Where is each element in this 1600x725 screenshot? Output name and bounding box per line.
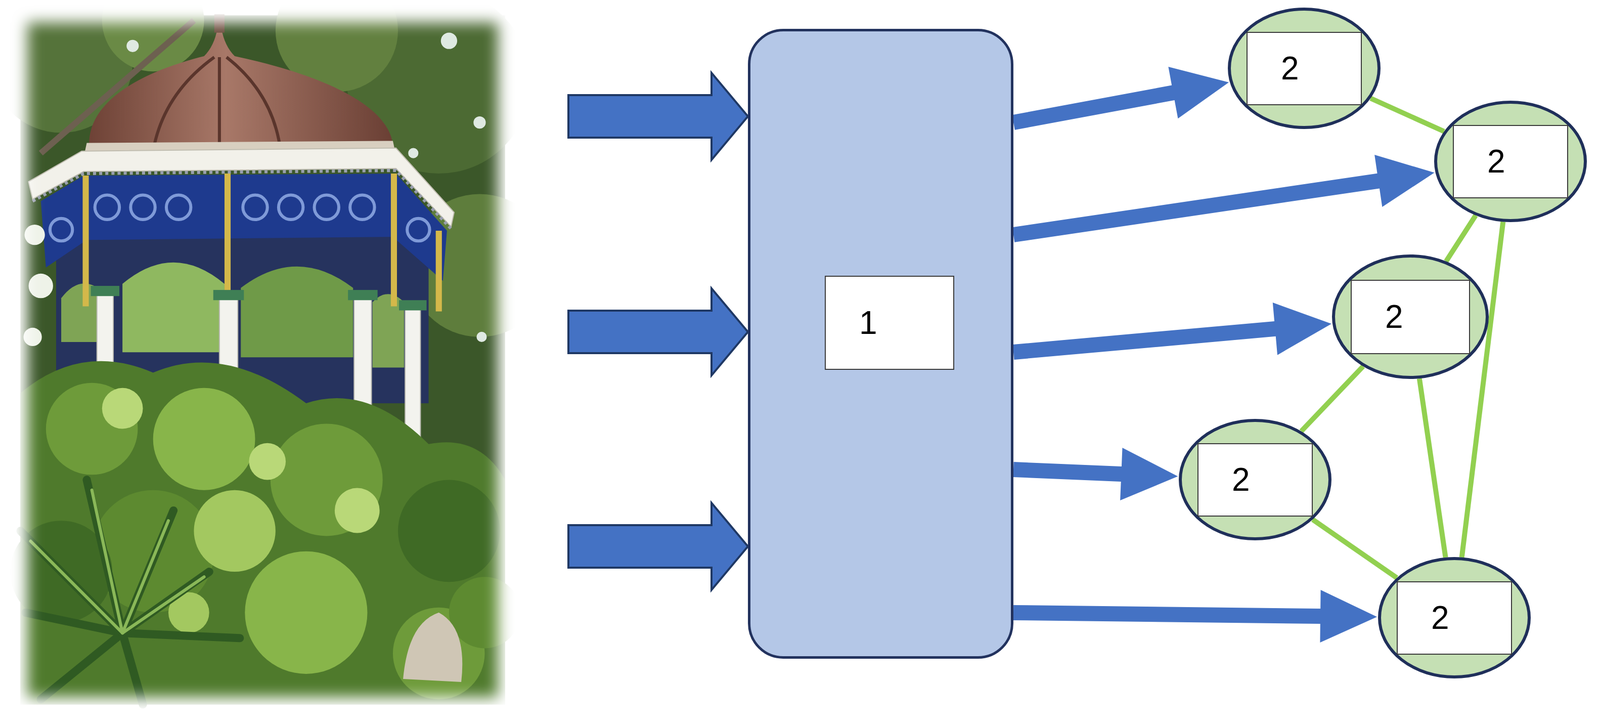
flow-arrow (1012, 154, 1435, 243)
node-ellipse-outline (1180, 420, 1330, 539)
arch-opening (122, 262, 225, 353)
network-node: 2 (1434, 100, 1587, 222)
frieze-ornament (166, 194, 191, 219)
flow-arrow (1012, 447, 1178, 501)
node-ellipse-outline (1379, 558, 1530, 677)
link-line (1370, 98, 1444, 132)
palm-leaf (30, 541, 123, 634)
palm-leaf (122, 576, 204, 633)
arch-opening (240, 266, 353, 358)
link-line (1446, 215, 1477, 262)
sky-glint (476, 331, 487, 342)
sky-glint (408, 148, 419, 159)
input-arrow (568, 288, 748, 376)
node-ellipse-outline (1435, 102, 1586, 221)
node-number: 2 (1197, 442, 1313, 517)
node-ellipse-outline (1333, 255, 1488, 378)
process-box: 1 (747, 28, 1014, 659)
frieze-ornament (278, 194, 303, 219)
palm-leaf (122, 632, 143, 704)
dome-rib (226, 57, 281, 152)
palm-leaf (92, 490, 123, 634)
leaf-highlight (334, 487, 380, 533)
column-capital (347, 289, 378, 300)
yellow-trim (82, 175, 89, 306)
bush (397, 479, 501, 582)
link-line (1419, 378, 1446, 558)
bush (153, 387, 256, 491)
frieze-ornament (314, 194, 339, 219)
column-capital (398, 299, 427, 310)
link-line (1312, 519, 1397, 578)
frieze-ornament (242, 194, 268, 219)
input-arrow (568, 72, 748, 160)
palm-leaves (20, 479, 240, 704)
input-arrows (568, 72, 748, 590)
bush (244, 551, 368, 674)
frieze-ornament (50, 218, 73, 241)
dome-rib (153, 57, 215, 152)
node-ellipse-outline (1229, 9, 1380, 128)
node-number: 2 (1350, 279, 1471, 354)
node-number: 2 (1396, 581, 1513, 655)
palm-leaf (86, 479, 123, 633)
yellow-trim (224, 173, 231, 298)
frieze-ornament (95, 194, 120, 219)
node-number: 2 (1246, 31, 1362, 106)
gazebo-photo (0, 0, 552, 704)
gazebo-dome (89, 28, 393, 154)
network-node: 2 (1378, 556, 1531, 679)
input-arrow (568, 502, 748, 590)
bush (449, 576, 521, 648)
link-line (1461, 221, 1504, 557)
bush (270, 423, 383, 536)
photo-content (0, 0, 552, 704)
palm-leaf (122, 632, 240, 638)
column-capital (91, 285, 120, 296)
network-node: 2 (1178, 418, 1332, 541)
frieze-ornament (407, 218, 430, 241)
network-node: 2 (1227, 7, 1381, 129)
palm-leaf (40, 632, 123, 699)
flow-arrow (1013, 589, 1377, 643)
blue-frieze (40, 173, 448, 281)
sky-glint (126, 39, 139, 53)
yellow-trim (435, 230, 442, 311)
yellow-trim (390, 173, 397, 306)
leaf-highlight (102, 387, 144, 429)
rock (403, 612, 463, 682)
flow-arrow (1012, 302, 1332, 360)
bush (193, 490, 276, 572)
palm-highlights (30, 490, 205, 634)
white-flower (28, 273, 54, 298)
node-number: 1 (824, 275, 955, 370)
sky-glint (473, 116, 486, 129)
frieze-ornament (130, 194, 155, 219)
dome-rib (217, 57, 221, 152)
finial (214, 14, 225, 33)
sky-glint (440, 32, 458, 50)
network-node: 2 (1331, 254, 1489, 379)
white-flower (23, 327, 42, 346)
link-line (1301, 366, 1363, 431)
palm-leaf (25, 612, 123, 633)
column-capital (213, 289, 245, 300)
frieze-ornament (349, 194, 375, 219)
white-flower (24, 224, 45, 245)
leaf-highlight (248, 442, 286, 480)
flow-arrow (1011, 66, 1229, 130)
node-number: 2 (1452, 124, 1569, 199)
